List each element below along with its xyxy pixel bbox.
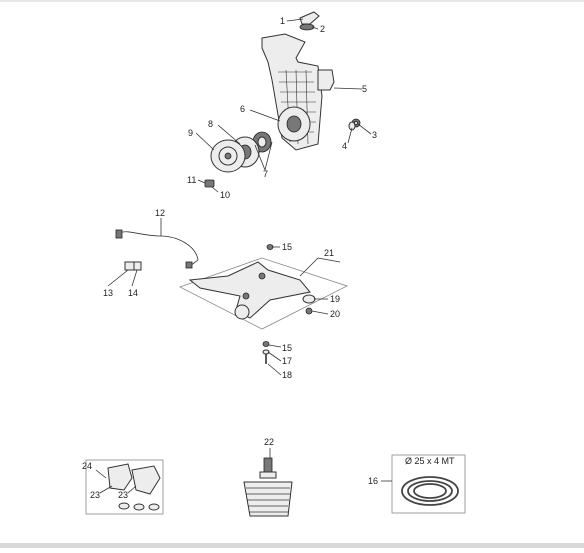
callout-13: 13 <box>103 288 113 298</box>
callout-7: 7 <box>263 169 268 179</box>
plate-frame-part-21 <box>178 257 349 330</box>
motor-base-part-21 <box>188 261 311 320</box>
callout-21: 21 <box>324 248 334 258</box>
callout-15-top: 15 <box>282 242 292 252</box>
callout-5: 5 <box>362 84 367 94</box>
bolt-part-20 <box>305 307 313 315</box>
middle-leader-lines <box>107 218 341 376</box>
callout-18: 18 <box>282 370 292 380</box>
coiled-hose-part-16 <box>401 476 459 506</box>
callout-3: 3 <box>372 130 377 140</box>
callout-20: 20 <box>330 309 340 319</box>
callout-11: 11 <box>187 175 196 185</box>
washer-part-4 <box>348 121 356 131</box>
hose-box <box>391 454 466 514</box>
callout-16: 16 <box>368 476 378 486</box>
recoil-pulley-part-6 <box>277 106 311 142</box>
callout-19: 19 <box>330 294 340 304</box>
callout-14: 14 <box>128 288 138 298</box>
fittings-box <box>85 459 164 515</box>
callout-labels: 1 2 3 4 5 6 7 8 9 10 11 12 13 14 15 15 1… <box>82 16 455 500</box>
callout-15-bottom: 15 <box>282 343 292 353</box>
cable-part-12 <box>115 229 199 269</box>
callout-22: 22 <box>264 437 274 447</box>
connector-part-14 <box>133 261 142 271</box>
callout-6: 6 <box>240 104 245 114</box>
top-leader-lines <box>195 18 372 193</box>
callout-17: 17 <box>282 356 292 366</box>
callout-8: 8 <box>208 119 213 129</box>
callout-1: 1 <box>280 16 285 26</box>
callout-9: 9 <box>188 128 193 138</box>
callout-4: 4 <box>342 141 347 151</box>
bottom-leader-lines <box>95 448 392 494</box>
cover-part-9 <box>210 139 246 173</box>
callout-23-left: 23 <box>90 490 100 500</box>
screw-stack-15-17-18 <box>262 341 270 364</box>
foot-part-19 <box>302 294 316 304</box>
gasket-part-2 <box>299 23 315 31</box>
nut-part-10 <box>204 179 215 188</box>
bottom-border <box>0 543 584 548</box>
cap-part-1 <box>299 11 320 25</box>
hose-size-label: Ø 25 x 4 MT <box>405 456 455 466</box>
suction-filter-part-22 <box>243 457 293 517</box>
callout-10: 10 <box>220 190 230 200</box>
callout-24: 24 <box>82 461 92 471</box>
callout-2: 2 <box>320 24 325 34</box>
switch-part-13 <box>124 261 135 271</box>
callout-12: 12 <box>155 208 165 218</box>
callout-23-right: 23 <box>118 490 128 500</box>
